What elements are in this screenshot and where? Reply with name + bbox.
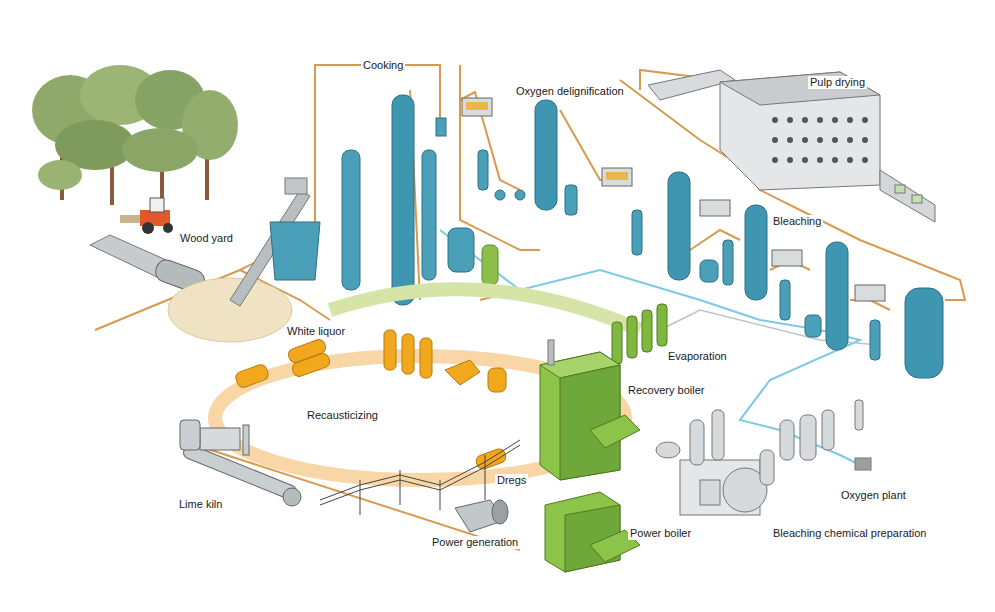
area-label: Bleaching — [771, 215, 823, 228]
bleaching-towers — [632, 172, 943, 378]
power-boiler — [545, 492, 640, 572]
tractor — [120, 198, 173, 234]
area-label: Cooking — [361, 59, 405, 72]
area-label: Bleaching chemical preparation — [771, 527, 928, 540]
area-label: Dregs — [495, 474, 528, 487]
area-label: Recovery boiler — [626, 384, 706, 397]
area-label: Wood yard — [178, 232, 235, 245]
chemical-plant — [656, 410, 774, 515]
pulp-drying-machine — [648, 70, 935, 222]
area-label: Oxygen delignification — [514, 85, 626, 98]
area-label: Power generation — [430, 536, 520, 549]
pipe-lines — [95, 65, 965, 550]
area-label: Evaporation — [666, 350, 729, 363]
area-label: Recausticizing — [305, 409, 380, 422]
area-label: White liquor — [285, 325, 347, 338]
forest — [32, 65, 238, 205]
oxygen-plant — [780, 400, 871, 470]
area-label: Oxygen plant — [839, 489, 908, 502]
recovery-boiler — [540, 340, 640, 480]
recausticizing-equipment — [234, 330, 507, 471]
area-label: Pulp drying — [808, 76, 867, 89]
evaporators — [612, 304, 667, 364]
oxygen-delignification-towers — [462, 98, 632, 215]
turbine-and-power-lines — [320, 440, 520, 532]
area-label: Power boiler — [628, 527, 693, 540]
lime-kiln — [180, 420, 301, 506]
cooking-digesters — [270, 95, 498, 305]
area-label: Lime kiln — [177, 498, 224, 511]
water-line — [440, 230, 860, 465]
liquor-loop — [330, 289, 640, 330]
